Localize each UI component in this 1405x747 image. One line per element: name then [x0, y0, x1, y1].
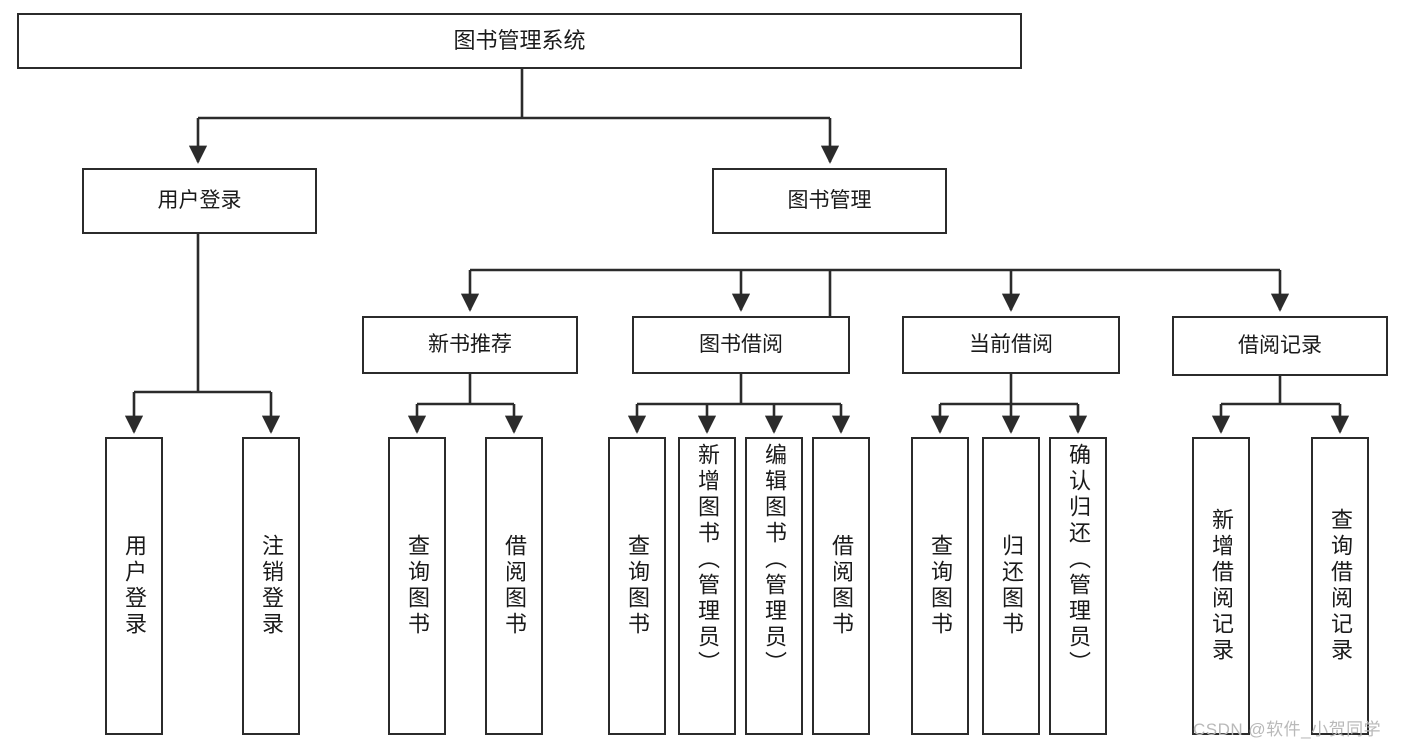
- node-label: 图书借阅: [699, 332, 783, 356]
- node-label: 当前借阅: [969, 332, 1053, 356]
- leaf-borrow-book[interactable]: 借阅图书: [812, 437, 870, 735]
- node-label: 新书推荐: [428, 332, 512, 356]
- node-label: 查询图书: [928, 534, 953, 638]
- node-user-login[interactable]: 用户登录: [82, 168, 317, 234]
- leaf-add-book-admin[interactable]: 新增图书（管理员）: [678, 437, 736, 735]
- node-label: 编辑图书（管理员）: [762, 443, 787, 677]
- node-label: 借阅图书: [829, 534, 854, 638]
- node-book-management[interactable]: 图书管理: [712, 168, 947, 234]
- node-label: 借阅图书: [502, 534, 527, 638]
- leaf-query-book-recommend[interactable]: 查询图书: [388, 437, 446, 735]
- node-book-borrow[interactable]: 图书借阅: [632, 316, 850, 374]
- leaf-borrow-book-recommend[interactable]: 借阅图书: [485, 437, 543, 735]
- leaf-confirm-return-admin[interactable]: 确认归还（管理员）: [1049, 437, 1107, 735]
- leaf-query-book-borrow[interactable]: 查询图书: [608, 437, 666, 735]
- node-label: 图书管理系统: [453, 28, 586, 54]
- node-label: 查询借阅记录: [1328, 508, 1353, 664]
- node-label: 查询图书: [405, 534, 430, 638]
- leaf-query-book-current[interactable]: 查询图书: [911, 437, 969, 735]
- node-label: 用户登录: [157, 188, 242, 212]
- node-new-book-recommend[interactable]: 新书推荐: [362, 316, 578, 374]
- leaf-edit-book-admin[interactable]: 编辑图书（管理员）: [745, 437, 803, 735]
- node-label: 图书管理: [787, 188, 872, 212]
- leaf-query-borrow-record[interactable]: 查询借阅记录: [1311, 437, 1369, 735]
- node-label: 新增借阅记录: [1209, 508, 1234, 664]
- node-label: 新增图书（管理员）: [695, 443, 720, 677]
- node-current-borrow[interactable]: 当前借阅: [902, 316, 1120, 374]
- leaf-add-borrow-record[interactable]: 新增借阅记录: [1192, 437, 1250, 735]
- node-label: 归还图书: [999, 534, 1024, 638]
- node-label: 确认归还（管理员）: [1066, 443, 1091, 677]
- leaf-return-book[interactable]: 归还图书: [982, 437, 1040, 735]
- node-borrow-record[interactable]: 借阅记录: [1172, 316, 1388, 376]
- leaf-logout-login[interactable]: 注销登录: [242, 437, 300, 735]
- node-label: 借阅记录: [1238, 333, 1322, 357]
- watermark: CSDN @软件_小贺同学: [1193, 720, 1382, 739]
- node-label: 查询图书: [625, 534, 650, 638]
- node-label: 用户登录: [122, 534, 147, 638]
- leaf-user-login[interactable]: 用户登录: [105, 437, 163, 735]
- node-root-system[interactable]: 图书管理系统: [17, 13, 1022, 69]
- node-label: 注销登录: [259, 534, 284, 638]
